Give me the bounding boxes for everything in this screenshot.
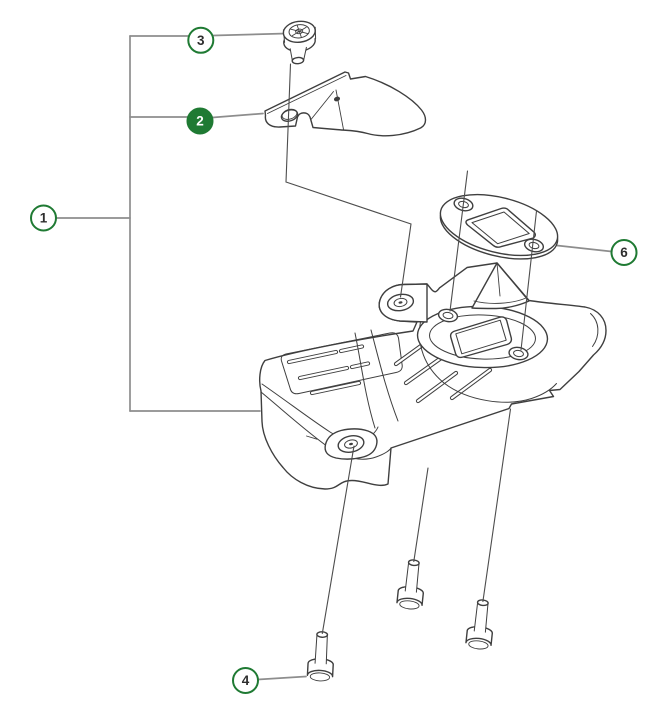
plate-screw-hole (280, 109, 299, 122)
exhaust-flange-inner (429, 314, 536, 360)
callout-3-circle[interactable] (187, 26, 215, 54)
leader-4 (257, 675, 307, 681)
plate-thickness-line (267, 75, 347, 114)
flange-bolt-holes (437, 308, 529, 361)
muffler-right-end-line (590, 313, 599, 347)
callout-3[interactable]: 3 (187, 26, 215, 54)
bolt-drawing (396, 559, 424, 610)
muffler-band-left (354, 332, 376, 429)
gasket-drawing (439, 193, 559, 260)
callout-3-number: 3 (197, 33, 205, 48)
muffler-face-tick (306, 435, 318, 440)
muffler-vent-slots (286, 335, 493, 404)
bolt-alignment-line-3 (482, 408, 512, 603)
gasket-alignment-line-left (449, 170, 469, 312)
callout-4-number: 4 (242, 673, 250, 688)
plate-inner-edge (310, 91, 334, 120)
callout-6-number: 6 (620, 245, 628, 260)
muffler-rib-pad (280, 332, 403, 395)
screw-shank (289, 46, 307, 62)
callout-4-circle[interactable] (232, 667, 259, 694)
leader-2-right (211, 112, 264, 119)
bolt-drawing (465, 599, 493, 650)
callout-1-circle[interactable] (30, 204, 57, 232)
bolt-drawing (306, 631, 334, 682)
callout-6[interactable]: 6 (610, 239, 638, 266)
callout-2[interactable]: 2 (186, 107, 214, 135)
callout-1[interactable]: 1 (30, 204, 57, 232)
screw-shank-tip (291, 56, 305, 65)
gasket-alignment-line-right (520, 210, 538, 351)
deflector-plate-outline (264, 71, 427, 137)
muffler-plateau-skirt (419, 321, 557, 403)
muffler-body-drawing (259, 262, 607, 490)
exhaust-port-inner (455, 319, 507, 355)
callout-6-circle[interactable] (610, 239, 638, 266)
bolt-alignment-line-2 (413, 467, 429, 563)
gasket-port-inner (471, 211, 530, 245)
screw-torx-socket (288, 24, 310, 39)
callout-2-number: 2 (196, 114, 204, 129)
bolts-drawing (306, 559, 493, 682)
plate-rivet-dot (333, 96, 341, 102)
muffler-wedge-facet (496, 262, 501, 297)
plate-fold-line (335, 89, 344, 130)
part-alignment-lines (285, 63, 538, 635)
deflector-plate-drawing (264, 71, 427, 137)
callouts: 1 2 3 4 6 (30, 26, 638, 694)
callout-1-number: 1 (40, 211, 48, 226)
leader-3-right (212, 32, 287, 37)
screw-drawing (282, 20, 317, 65)
callout-leader-lines (55, 32, 613, 681)
callout-4[interactable]: 4 (232, 667, 259, 694)
screw-alignment-line (285, 63, 412, 298)
screw-torx-star (290, 24, 309, 38)
bolt-alignment-line-1 (321, 445, 355, 635)
exhaust-port-outer (449, 316, 513, 359)
muffler-band-right (370, 329, 399, 422)
leader-6 (556, 244, 613, 253)
muffler-wedge-bevel (473, 297, 527, 304)
callout-2-circle[interactable] (186, 107, 214, 135)
